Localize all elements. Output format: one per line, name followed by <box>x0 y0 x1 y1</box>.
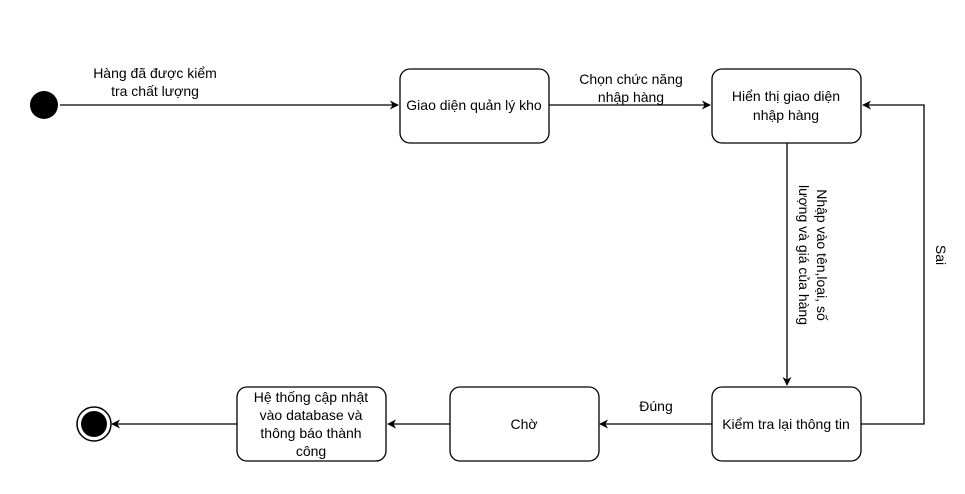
node-cap-nhat-label-line3: thông báo thành <box>260 425 361 441</box>
node-cap-nhat-label-line2: vào database và <box>260 407 363 423</box>
edge-label-dung: Đúng <box>639 398 672 414</box>
node-cap-nhat-label-line4: công <box>296 443 326 459</box>
edge-label-start-line2: tra chất lượng <box>111 83 199 99</box>
node-cap-nhat: Hệ thống cập nhật vào database và thông … <box>236 386 387 462</box>
end-node <box>76 406 112 442</box>
edge-label-nhap-line1: Nhập vào tên,loại, số <box>814 189 830 321</box>
edge-label-nhap-line2: lượng và giá của hàng <box>796 185 812 325</box>
node-quan-ly-kho: Giao diện quản lý kho <box>399 68 550 144</box>
node-hien-thi-label-line2: nhập hàng <box>753 107 819 123</box>
edge-label-chon-line1: Chọn chức năng <box>579 71 683 87</box>
node-kiem-tra: Kiểm tra lại thông tin <box>711 386 862 462</box>
edge-label-sai: Sai <box>933 245 949 265</box>
node-hien-thi-label-line1: Hiển thị giao diện <box>732 88 840 104</box>
edge-label-chon-line2: nhập hàng <box>598 89 664 105</box>
node-quan-ly-kho-label: Giao diện quản lý kho <box>406 97 542 113</box>
edge-label-nhap: Nhập vào tên,loại, số lượng và giá của h… <box>796 185 830 325</box>
node-cap-nhat-label-line1: Hệ thống cập nhật <box>254 389 369 405</box>
edge-label-start-line1: Hàng đã được kiểm <box>93 65 217 81</box>
node-kiem-tra-label: Kiểm tra lại thông tin <box>722 416 850 432</box>
start-node <box>30 91 58 119</box>
node-cho-label: Chờ <box>510 416 537 432</box>
edge-kiem-tra-to-hien-thi-sai <box>861 100 925 425</box>
node-hien-thi-giao-dien: Hiển thị giao diện nhập hàng <box>711 68 862 144</box>
node-cho: Chờ <box>449 386 600 462</box>
